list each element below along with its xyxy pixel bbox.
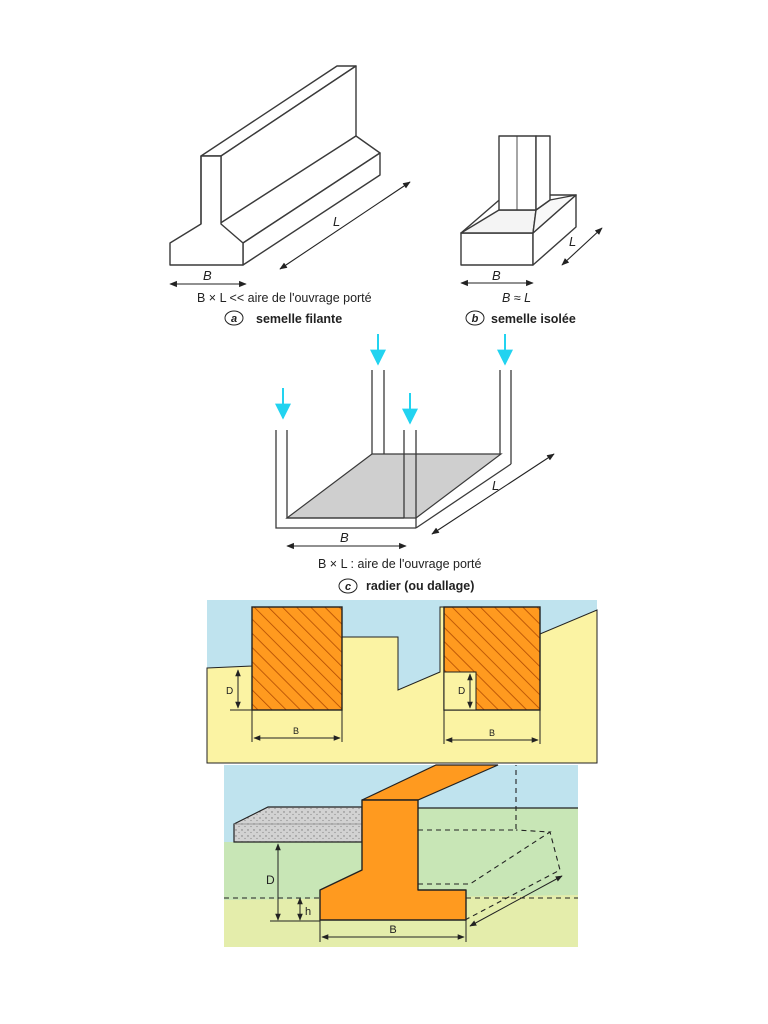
section-2-d-label: D <box>266 873 275 887</box>
figure-c-raft-foundation <box>275 334 513 529</box>
figure-b-letter: b <box>472 313 479 325</box>
raft-floor <box>285 453 503 519</box>
section-1-footing-depth <box>206 600 598 764</box>
figure-b-isolated-footing <box>460 135 577 266</box>
figure-b-formula: B ≈ L <box>502 291 531 305</box>
load-arrows <box>275 334 513 425</box>
hatched-footing-right <box>443 606 541 711</box>
section-2-strip-footing-section <box>224 764 578 947</box>
figure-c-dimensions <box>286 453 555 550</box>
section-1-right-d-label: D <box>458 686 465 697</box>
figure-a-dimensions <box>169 181 411 288</box>
figure-c-formula: B × L : aire de l'ouvrage porté <box>318 557 482 571</box>
figure-c-l-label: L <box>492 478 499 493</box>
dimension-l-line <box>431 453 555 535</box>
figure-b-letter-badge: b <box>465 310 485 326</box>
figure-a-formula: B × L << aire de l'ouvrage porté <box>197 291 372 305</box>
section-1-right-b-label: B <box>489 728 495 738</box>
figure-c-caption: radier (ou dallage) <box>366 579 474 593</box>
section-1-left-b-label: B <box>293 726 299 736</box>
hatched-footing-left <box>251 606 343 711</box>
section-2-b-label: B <box>389 924 396 936</box>
figure-b-caption: semelle isolée <box>491 312 576 326</box>
figure-a-b-label: B <box>203 268 212 283</box>
figure-c-b-label: B <box>340 530 349 545</box>
figure-a-letter-badge: a <box>224 310 244 326</box>
figure-a-strip-footing <box>169 65 381 266</box>
section-1-left-d-label: D <box>226 686 233 697</box>
figure-c-letter: c <box>345 581 351 593</box>
figure-a-letter: a <box>231 313 237 325</box>
figure-b-dimensions <box>460 227 603 287</box>
figure-a-l-label: L <box>333 214 340 229</box>
figure-c-letter-badge: c <box>338 578 358 594</box>
section-2-h-label: h <box>305 906 311 918</box>
dimension-l-line <box>279 181 411 270</box>
figure-a-caption: semelle filante <box>256 312 342 326</box>
figure-b-b-label: B <box>492 268 501 283</box>
figure-b-l-label: L <box>569 234 576 249</box>
dimension-l-line <box>561 227 603 266</box>
